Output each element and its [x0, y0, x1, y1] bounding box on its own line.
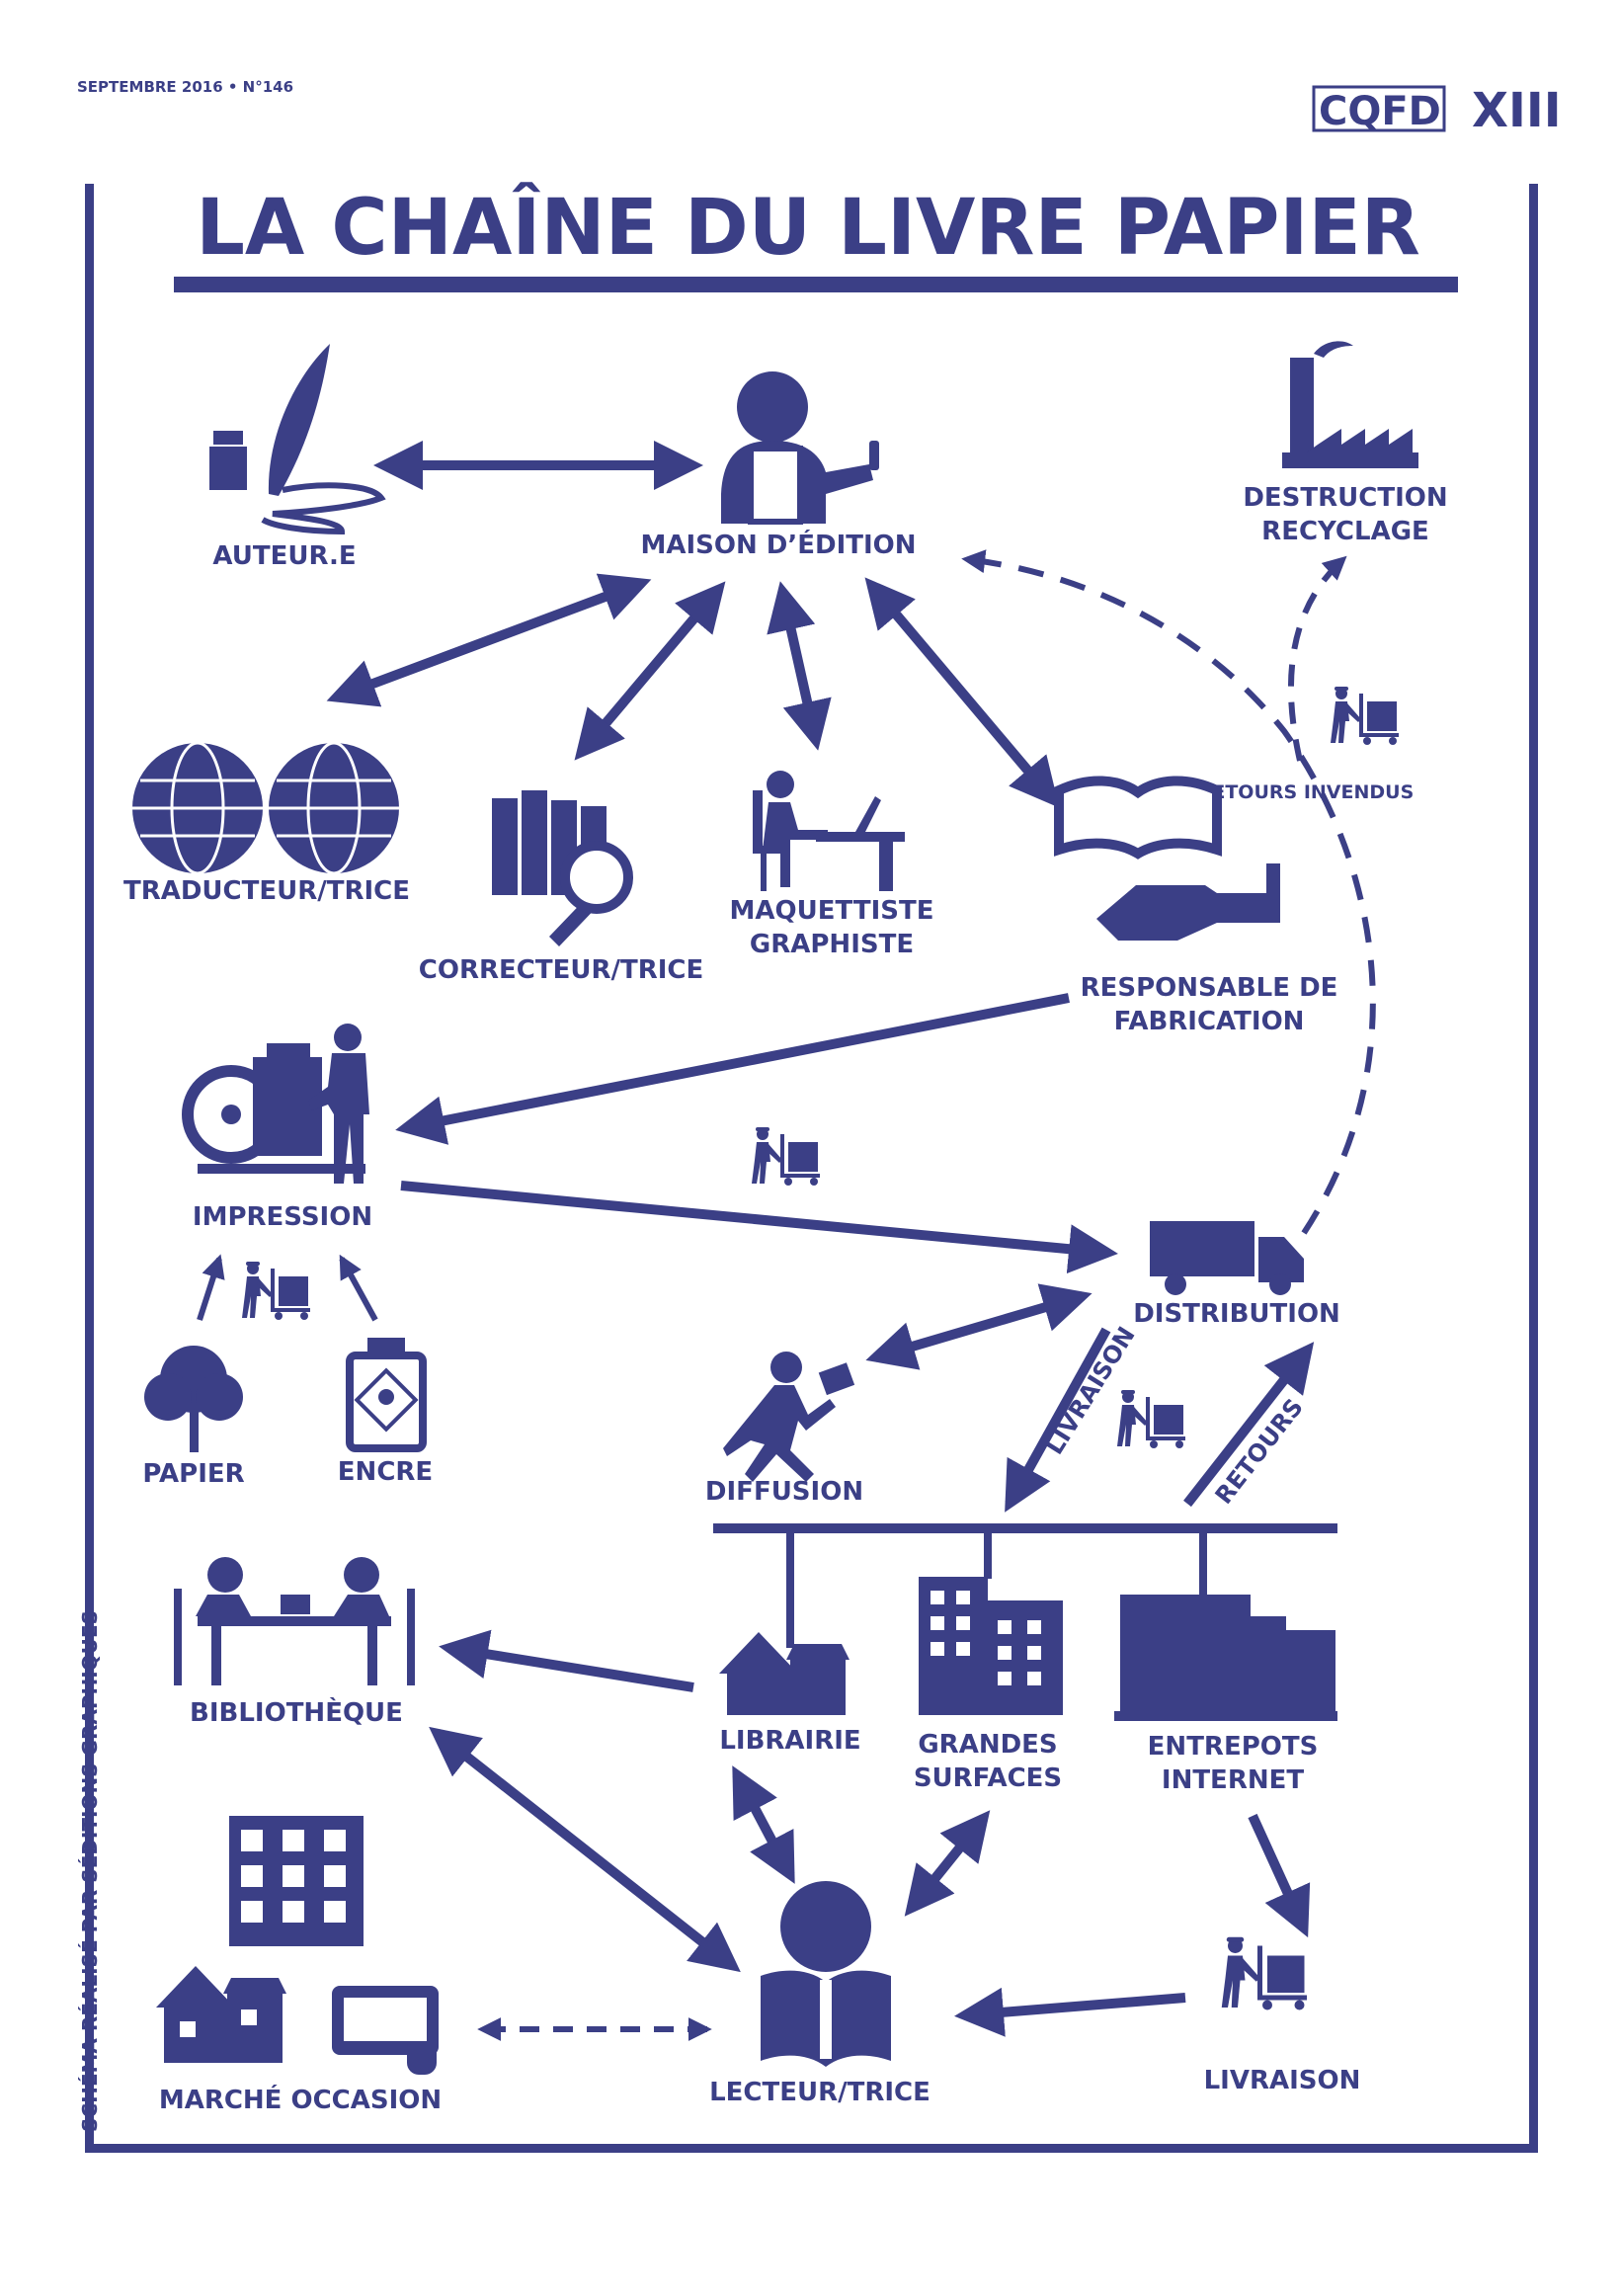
page-title: LA CHAÎNE DU LIVRE PAPIER [196, 182, 1420, 273]
node-livraison: LIVRAISON [1204, 2066, 1361, 2095]
node-marche-occasion: MARCHÉ OCCASION [159, 2084, 442, 2115]
node-destruction-line2: RECYCLAGE [1261, 517, 1429, 546]
retail-bar [713, 1523, 1337, 1648]
connections [197, 441, 1376, 2041]
building-windows [930, 1591, 1041, 1685]
quill-inkwell-icon [209, 344, 386, 535]
node-encre: ENCRE [338, 1457, 433, 1487]
node-papier: PAPIER [142, 1459, 244, 1489]
arrow-impression-distribution [400, 1181, 1118, 1274]
arrow-entrepots-livraison [1248, 1813, 1311, 1938]
books-magnifier-icon [492, 790, 633, 946]
arrow-maison-maquettiste [767, 581, 832, 751]
arrow-maison-traducteur [326, 573, 652, 707]
arrow-livraison-lecteur [954, 1987, 1186, 2037]
handtruck-worker-icon [1331, 687, 1399, 745]
node-destruction-line1: DESTRUCTION [1243, 483, 1447, 513]
svg-text:CQFD: CQFD [1319, 89, 1441, 134]
factory-icon [1282, 341, 1418, 468]
node-diffusion: DIFFUSION [705, 1477, 863, 1507]
tree-icon [144, 1346, 243, 1452]
node-surfaces-line1: GRANDES [918, 1730, 1057, 1760]
printing-press-icon [182, 1024, 369, 1184]
node-responsable-line1: RESPONSABLE DE [1081, 973, 1338, 1003]
node-surfaces-line2: SURFACES [914, 1763, 1062, 1793]
node-auteur: AUTEUR.E [212, 541, 356, 571]
node-maquettiste-line2: GRAPHISTE [750, 930, 914, 959]
running-salesman-icon [723, 1352, 855, 1482]
arrow-to-destruction [1288, 555, 1347, 762]
arrow-responsable-impression [395, 993, 1070, 1145]
arrow-bibliotheque-lecteur [429, 1726, 741, 1973]
open-book-hand-icon [1054, 776, 1280, 941]
delivery-worker-icon [1221, 1936, 1307, 2010]
arrow-livraison-down [1005, 1327, 1111, 1513]
arrow-maison-correcteur [574, 581, 726, 761]
publisher-person-icon [721, 371, 879, 525]
arrow-papier-impression [197, 1254, 225, 1321]
ink-bottle-icon [346, 1338, 427, 1452]
issue-label: SEPTEMBRE 2016 • N°146 [77, 78, 293, 96]
handtruck-worker-icon [1117, 1390, 1185, 1448]
node-correcteur: CORRECTEUR/TRICE [419, 955, 703, 985]
arrow-librairie-lecteur [732, 1765, 795, 1884]
desk-computer-icon [753, 771, 905, 891]
truck-icon [1150, 1221, 1304, 1295]
node-bibliotheque: BIBLIOTHÈQUE [190, 1696, 403, 1728]
arrow-retours-up [1183, 1342, 1315, 1508]
arrow-surfaces-lecteur [904, 1810, 991, 1917]
arrow-distribution-diffusion [865, 1283, 1092, 1370]
used-market-icon [156, 1816, 439, 2075]
reader-icon [761, 1881, 891, 2067]
node-lecteur: LECTEUR/TRICE [709, 2078, 930, 2107]
node-maquettiste-line1: MAQUETTISTE [730, 896, 934, 926]
arrow-maison-responsable [864, 577, 1060, 808]
node-entrepots-line2: INTERNET [1162, 1765, 1304, 1795]
handtruck-worker-icon [752, 1127, 820, 1186]
node-librairie: LIBRAIRIE [719, 1726, 860, 1756]
credit-label: SCHÉMA RÉALISÉ PAR SÉDITIONS GRAPHIQUES [78, 1610, 102, 2132]
node-impression: IMPRESSION [193, 1202, 372, 1232]
node-responsable-line2: FABRICATION [1114, 1007, 1305, 1036]
handtruck-worker-icon [242, 1262, 310, 1320]
library-readers-icon [174, 1557, 415, 1685]
node-retours-invendus: RETOURS INVENDUS [1198, 781, 1415, 803]
building-icon [919, 1577, 1063, 1715]
page-number: XIII [1472, 83, 1562, 138]
node-maison: MAISON D’ÉDITION [640, 529, 916, 560]
arrow-librairie-bibliotheque [439, 1629, 694, 1692]
title-underline [174, 277, 1458, 292]
node-entrepots-line1: ENTREPOTS [1148, 1732, 1319, 1762]
cqfd-logo: CQFD [1312, 85, 1446, 134]
arrow-encre-impression [339, 1254, 378, 1322]
node-traducteur: TRADUCTEUR/TRICE [123, 876, 410, 906]
warehouse-icon [1114, 1595, 1337, 1721]
node-distribution: DISTRIBUTION [1133, 1299, 1340, 1329]
frame [85, 184, 1538, 2153]
globes-icon [132, 741, 399, 875]
house-shop-icon [719, 1632, 849, 1715]
